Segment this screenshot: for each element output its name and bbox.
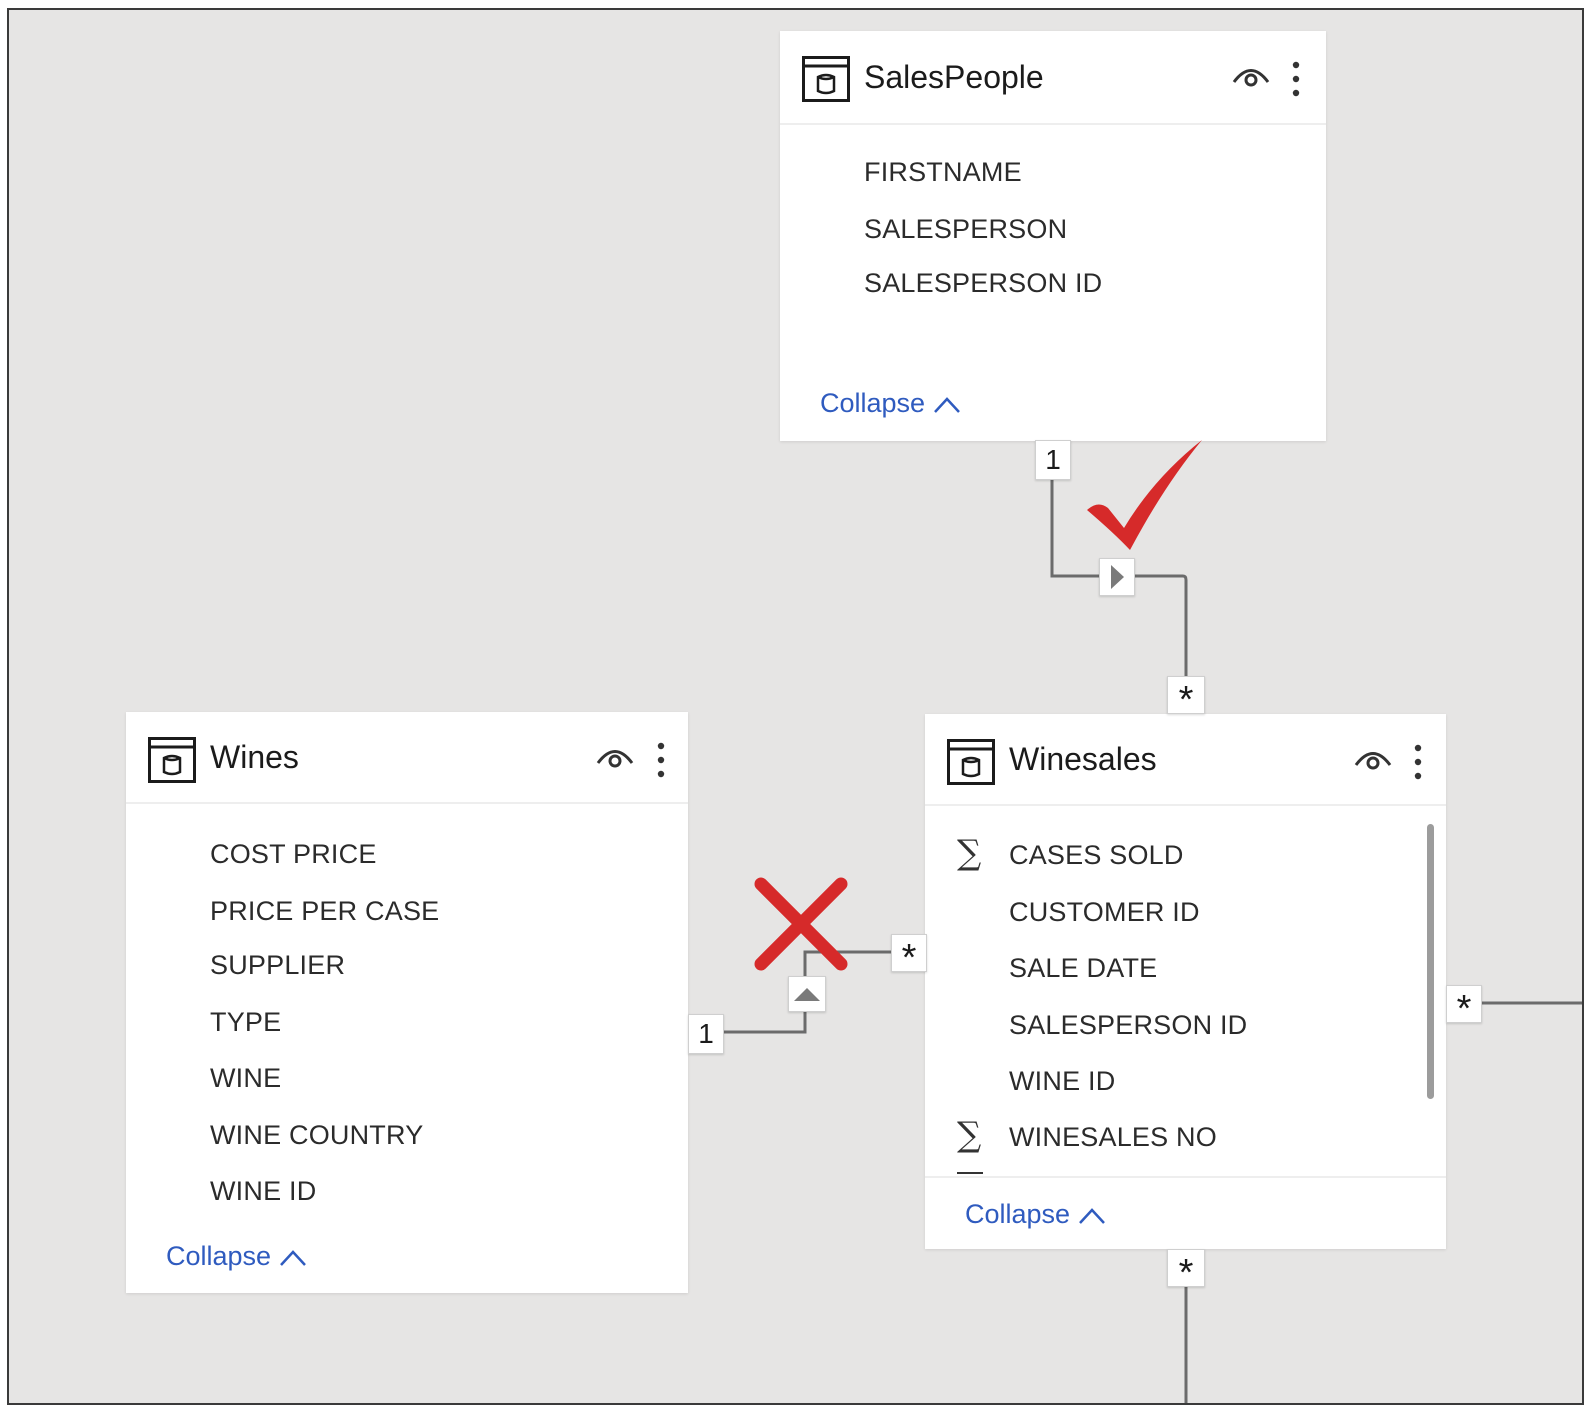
scrollbar[interactable] (1427, 824, 1434, 1099)
collapse-label: Collapse (820, 388, 926, 418)
table-header[interactable]: Wines (126, 712, 688, 804)
chevron-up-icon (280, 1250, 306, 1266)
collapse-label: Collapse (965, 1199, 1071, 1229)
cardinality-one-label: 1 (1035, 440, 1071, 480)
wire-salespeople-winesales (1050, 480, 1188, 692)
field-row[interactable]: CASES SOLD (1009, 840, 1184, 870)
field-row[interactable]: SALESPERSON (864, 214, 1068, 244)
collapse-button[interactable]: Collapse (820, 388, 961, 419)
more-options-icon[interactable] (1291, 61, 1301, 97)
table-header[interactable]: Winesales (925, 714, 1446, 806)
field-row[interactable]: PRICE PER CASE (210, 896, 440, 926)
table-title: SalesPeople (864, 59, 1044, 95)
field-row[interactable]: TYPE (210, 1007, 282, 1037)
cardinality-one-label: 1 (688, 1014, 724, 1054)
field-row[interactable]: WINESALES NO (1009, 1122, 1217, 1152)
cardinality-many-label: * (1446, 985, 1482, 1030)
model-canvas[interactable]: SalesPeople FIRSTNAME SALESPERSON SALESP… (7, 8, 1584, 1405)
cross-filter-marker[interactable] (788, 976, 826, 1012)
field-row[interactable]: FIRSTNAME (864, 157, 1022, 187)
cardinality-many-label: * (891, 934, 927, 979)
collapse-button[interactable]: Collapse (965, 1199, 1106, 1230)
table-icon (802, 56, 850, 102)
eye-icon[interactable] (1231, 63, 1271, 89)
chevron-up-icon (934, 397, 960, 413)
field-row[interactable]: CUSTOMER ID (1009, 897, 1200, 927)
field-row[interactable]: WINE COUNTRY (210, 1120, 424, 1150)
collapse-button[interactable]: Collapse (166, 1241, 307, 1272)
field-row[interactable]: SALE DATE (1009, 953, 1158, 983)
table-title: Wines (210, 739, 299, 775)
cardinality-many-label: * (1167, 1249, 1205, 1294)
table-title: Winesales (1009, 741, 1157, 777)
collapse-label: Collapse (166, 1241, 272, 1271)
field-row[interactable]: WINE ID (1009, 1066, 1116, 1096)
more-options-icon[interactable] (656, 742, 666, 778)
table-card-salespeople[interactable]: SalesPeople FIRSTNAME SALESPERSON SALESP… (780, 31, 1326, 441)
relationship-lines (721, 480, 1582, 1403)
table-icon (947, 739, 995, 785)
field-row[interactable]: WINE (210, 1063, 282, 1093)
more-options-icon[interactable] (1413, 744, 1423, 780)
checkmark-icon (1087, 440, 1202, 550)
x-mark-icon (754, 877, 848, 971)
field-row[interactable]: SUPPLIER (210, 950, 346, 980)
cardinality-many-label: * (1167, 676, 1205, 721)
triangle-arrow-icon (794, 988, 820, 1001)
field-row[interactable]: SALESPERSON ID (864, 268, 1103, 298)
field-row[interactable]: WINE ID (210, 1176, 317, 1206)
cross-filter-marker[interactable] (1099, 558, 1135, 596)
table-icon (148, 737, 196, 783)
table-card-wines[interactable]: Wines COST PRICE PRICE PER CASE SUPPLIER… (126, 712, 688, 1293)
divider (925, 1176, 1446, 1178)
field-row[interactable]: COST PRICE (210, 839, 377, 869)
eye-icon[interactable] (595, 744, 635, 770)
field-row[interactable]: SALESPERSON ID (1009, 1010, 1248, 1040)
table-card-winesales[interactable]: Winesales ∑ CASES SOLD CUSTOMER ID SALE … (925, 714, 1446, 1249)
sigma-icon: ∑ (957, 1115, 982, 1155)
table-header[interactable]: SalesPeople (780, 31, 1326, 125)
triangle-arrow-icon (1111, 565, 1124, 589)
partial-field-icon (957, 1172, 983, 1174)
eye-icon[interactable] (1353, 746, 1393, 772)
sigma-icon: ∑ (957, 833, 982, 873)
chevron-up-icon (1079, 1208, 1105, 1224)
